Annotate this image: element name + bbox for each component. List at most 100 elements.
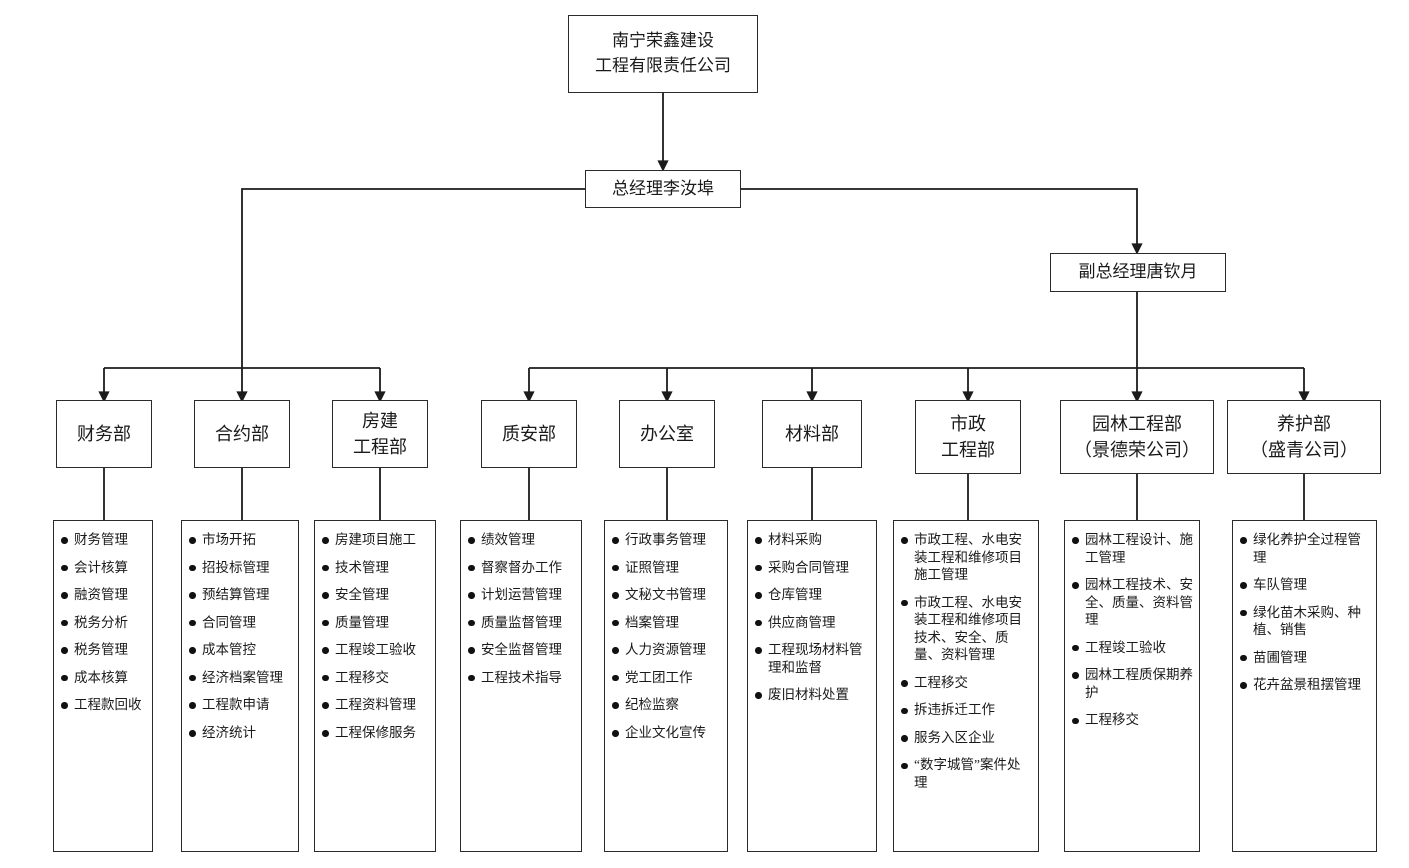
bullet-icon bbox=[755, 692, 762, 699]
node-department-maintenance[interactable]: 养护部 （盛青公司） bbox=[1227, 400, 1381, 474]
bullet-icon bbox=[468, 619, 475, 627]
bullet-icon bbox=[755, 647, 762, 654]
duty-item[interactable]: 工程款申请 bbox=[189, 696, 292, 714]
duty-item[interactable]: 仓库管理 bbox=[755, 586, 870, 604]
duty-item[interactable]: 园林工程设计、施工管理 bbox=[1072, 531, 1193, 566]
bullet-icon bbox=[61, 619, 68, 627]
duty-item[interactable]: 工程技术指导 bbox=[468, 669, 575, 687]
duty-item[interactable]: 经济统计 bbox=[189, 724, 292, 742]
duty-item[interactable]: 市政工程、水电安装工程和维修项目技术、安全、质量、资料管理 bbox=[901, 594, 1032, 664]
bullet-icon bbox=[901, 599, 908, 607]
duty-item[interactable]: 计划运营管理 bbox=[468, 586, 575, 604]
node-department-landscape-engineering[interactable]: 园林工程部 （景德荣公司） bbox=[1060, 400, 1214, 474]
duty-item[interactable]: 工程移交 bbox=[901, 674, 1032, 692]
duty-item[interactable]: 工程保修服务 bbox=[322, 724, 429, 742]
bullet-icon bbox=[189, 674, 196, 682]
duty-item[interactable]: 材料采购 bbox=[755, 531, 870, 549]
bullet-icon bbox=[189, 730, 196, 737]
duty-item[interactable]: 绿化苗木采购、种植、销售 bbox=[1240, 604, 1370, 639]
duty-item[interactable]: 质量管理 bbox=[322, 614, 429, 632]
bullet-icon bbox=[755, 619, 762, 627]
duty-item[interactable]: 安全监督管理 bbox=[468, 641, 575, 659]
duty-item[interactable]: 安全管理 bbox=[322, 586, 429, 604]
duty-item[interactable]: 拆违拆迁工作 bbox=[901, 701, 1032, 719]
node-department-municipal-engineering[interactable]: 市政 工程部 bbox=[915, 400, 1021, 474]
duty-item[interactable]: 采购合同管理 bbox=[755, 559, 870, 577]
duty-item[interactable]: 技术管理 bbox=[322, 559, 429, 577]
node-department-material[interactable]: 材料部 bbox=[762, 400, 862, 468]
bullet-icon bbox=[61, 592, 68, 599]
duty-list: 绿化养护全过程管理 车队管理 绿化苗木采购、种植、销售 苗圃管理 花卉盆景租摆管… bbox=[1240, 531, 1370, 694]
node-deputy-general-manager[interactable]: 副总经理唐钦月 bbox=[1050, 253, 1226, 292]
bullet-icon bbox=[322, 647, 329, 654]
bullet-icon bbox=[322, 730, 329, 737]
duty-item[interactable]: 园林工程质保期养护 bbox=[1072, 666, 1193, 701]
duty-item[interactable]: 人力资源管理 bbox=[612, 641, 721, 659]
duty-item[interactable]: 园林工程技术、安全、质量、资料管理 bbox=[1072, 576, 1193, 629]
department-title-line: 房建 bbox=[362, 410, 398, 431]
node-company[interactable]: 南宁荣鑫建设 工程有限责任公司 bbox=[568, 15, 758, 93]
duty-item[interactable]: 行政事务管理 bbox=[612, 531, 721, 549]
duty-item[interactable]: 成本核算 bbox=[61, 669, 146, 687]
duty-item[interactable]: 成本管控 bbox=[189, 641, 292, 659]
node-general-manager[interactable]: 总经理李汝埠 bbox=[585, 170, 741, 208]
duty-item[interactable]: 党工团工作 bbox=[612, 669, 721, 687]
duty-item[interactable]: 督察督办工作 bbox=[468, 559, 575, 577]
duty-item[interactable]: 苗圃管理 bbox=[1240, 649, 1370, 667]
node-department-office[interactable]: 办公室 bbox=[619, 400, 715, 468]
duty-item[interactable]: 工程竣工验收 bbox=[322, 641, 429, 659]
node-department-housing-engineering[interactable]: 房建 工程部 bbox=[332, 400, 428, 468]
duty-item[interactable]: 绩效管理 bbox=[468, 531, 575, 549]
duty-item[interactable]: 工程款回收 bbox=[61, 696, 146, 714]
department-title-line: 工程部 bbox=[941, 440, 995, 460]
duty-item[interactable]: 花卉盆景租摆管理 bbox=[1240, 676, 1370, 694]
duty-item[interactable]: “数字城管”案件处理 bbox=[901, 756, 1032, 791]
bullet-icon bbox=[755, 537, 762, 544]
duty-panel-material: 材料采购 采购合同管理 仓库管理 供应商管理 工程现场材料管理和监督 废旧材料处… bbox=[747, 520, 877, 852]
bullet-icon bbox=[61, 537, 68, 544]
bullet-icon bbox=[61, 674, 68, 682]
duty-item[interactable]: 质量监督管理 bbox=[468, 614, 575, 632]
department-title-line: 质安部 bbox=[502, 423, 556, 444]
duty-item[interactable]: 工程竣工验收 bbox=[1072, 639, 1193, 657]
duty-item[interactable]: 招投标管理 bbox=[189, 559, 292, 577]
bullet-icon bbox=[61, 702, 68, 709]
duty-item[interactable]: 市政工程、水电安装工程和维修项目施工管理 bbox=[901, 531, 1032, 584]
duty-item[interactable]: 文秘文书管理 bbox=[612, 586, 721, 604]
duty-item[interactable]: 税务分析 bbox=[61, 614, 146, 632]
duty-item[interactable]: 绿化养护全过程管理 bbox=[1240, 531, 1370, 566]
bullet-icon bbox=[1072, 582, 1079, 589]
deputy-general-manager-label: 副总经理唐钦月 bbox=[1078, 262, 1198, 282]
duty-item[interactable]: 工程资料管理 bbox=[322, 696, 429, 714]
duty-item[interactable]: 融资管理 bbox=[61, 586, 146, 604]
bullet-icon bbox=[468, 537, 475, 544]
duty-item[interactable]: 税务管理 bbox=[61, 641, 146, 659]
node-department-contract[interactable]: 合约部 bbox=[194, 400, 290, 468]
department-title-line: 园林工程部 bbox=[1092, 413, 1182, 434]
node-department-finance[interactable]: 财务部 bbox=[56, 400, 152, 468]
duty-item[interactable]: 证照管理 bbox=[612, 559, 721, 577]
duty-item[interactable]: 财务管理 bbox=[61, 531, 146, 549]
duty-item[interactable]: 预结算管理 bbox=[189, 586, 292, 604]
node-department-quality-safety[interactable]: 质安部 bbox=[481, 400, 577, 468]
duty-item[interactable]: 供应商管理 bbox=[755, 614, 870, 632]
duty-item[interactable]: 工程移交 bbox=[1072, 711, 1193, 729]
bullet-icon bbox=[1072, 644, 1079, 652]
duty-item[interactable]: 服务入区企业 bbox=[901, 729, 1032, 747]
bullet-icon bbox=[468, 592, 475, 599]
duty-item[interactable]: 车队管理 bbox=[1240, 576, 1370, 594]
duty-item[interactable]: 废旧材料处置 bbox=[755, 686, 870, 704]
duty-item[interactable]: 工程现场材料管理和监督 bbox=[755, 641, 870, 676]
duty-item[interactable]: 档案管理 bbox=[612, 614, 721, 632]
duty-item[interactable]: 企业文化宣传 bbox=[612, 724, 721, 742]
duty-item[interactable]: 工程移交 bbox=[322, 669, 429, 687]
duty-item[interactable]: 合同管理 bbox=[189, 614, 292, 632]
duty-list: 行政事务管理 证照管理 文秘文书管理 档案管理 人力资源管理 党工团工作 纪检监… bbox=[612, 531, 721, 741]
duty-item[interactable]: 市场开拓 bbox=[189, 531, 292, 549]
bullet-icon bbox=[1072, 672, 1079, 679]
duty-item[interactable]: 会计核算 bbox=[61, 559, 146, 577]
duty-item[interactable]: 纪检监察 bbox=[612, 696, 721, 714]
duty-item[interactable]: 房建项目施工 bbox=[322, 531, 429, 549]
duty-item[interactable]: 经济档案管理 bbox=[189, 669, 292, 687]
